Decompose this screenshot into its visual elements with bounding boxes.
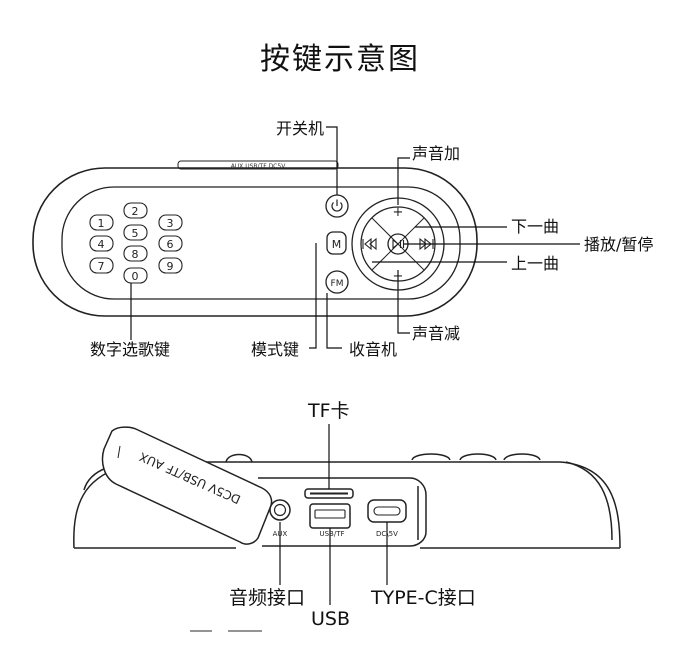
- key-5[interactable]: [123, 224, 148, 241]
- aux-port[interactable]: [269, 499, 291, 521]
- key-4[interactable]: [89, 235, 114, 252]
- key-2[interactable]: [123, 202, 148, 219]
- key-6[interactable]: [158, 235, 183, 252]
- key-8[interactable]: [123, 245, 148, 262]
- fm-button[interactable]: [325, 270, 349, 294]
- key-9-label: 9: [167, 260, 174, 273]
- usb-port[interactable]: [309, 503, 351, 529]
- vol-up-icon[interactable]: +: [393, 205, 404, 220]
- usb-port-text: USB/TF: [319, 530, 344, 538]
- key-1-label: 1: [98, 217, 105, 230]
- side-top-button[interactable]: [503, 453, 541, 461]
- key-0-label: 0: [132, 270, 139, 283]
- prev-track-icon[interactable]: [362, 237, 377, 251]
- side-callout-lines: [279, 424, 388, 605]
- tf-card-label: TF卡: [308, 400, 350, 422]
- key-2-label: 2: [132, 205, 139, 218]
- fm-button-label: FM: [331, 279, 344, 289]
- key-0[interactable]: [123, 267, 148, 284]
- key-4-label: 4: [98, 238, 105, 251]
- power-icon: [331, 199, 343, 212]
- digit-keys-label: 数字选歌键: [90, 340, 171, 359]
- side-top-button[interactable]: [225, 453, 253, 463]
- play-pause-label: 播放/暂停: [584, 235, 654, 254]
- audio-jack-label: 音频接口: [229, 587, 306, 609]
- grille-text: AUX USB/TF DC5V: [231, 163, 287, 170]
- key-8-label: 8: [132, 248, 139, 261]
- key-3[interactable]: [158, 214, 183, 231]
- type-c-label: TYPE-C接口: [371, 587, 476, 609]
- key-5-label: 5: [132, 227, 139, 240]
- key-1[interactable]: [89, 214, 114, 231]
- prev-track-label: 上一曲: [511, 254, 560, 273]
- power-label: 开关机: [276, 119, 325, 138]
- vol-down-label: 声音减: [412, 324, 461, 343]
- radio-label: 收音机: [349, 340, 398, 359]
- key-7[interactable]: [89, 257, 114, 274]
- key-7-label: 7: [98, 260, 105, 273]
- next-track-label: 下一曲: [511, 217, 560, 236]
- speaker-top-view: AUX USB/TF DC5V 1 2 3 4 5: [32, 160, 478, 317]
- key-9[interactable]: [158, 257, 183, 274]
- play-pause-icon: [392, 238, 405, 250]
- side-top-button[interactable]: [459, 453, 497, 461]
- speaker-side-view: AUX USB/TF DC\5V DC5V USB/TF AUX: [73, 426, 621, 549]
- top-callout-lines: [130, 126, 580, 349]
- port-cover-flap[interactable]: DC5V USB/TF AUX: [101, 426, 273, 545]
- mode-button[interactable]: [326, 231, 347, 255]
- vol-up-label: 声音加: [412, 144, 461, 163]
- digit-keypad: 1 2 3 4 5 6 7 8 9 0: [89, 202, 183, 284]
- key-3-label: 3: [167, 217, 174, 230]
- mode-button-label: M: [332, 238, 342, 251]
- mode-key-label: 模式键: [251, 340, 300, 359]
- side-top-button[interactable]: [411, 453, 451, 461]
- page-title: 按键示意图: [260, 42, 420, 77]
- key-6-label: 6: [167, 238, 174, 251]
- usb-label: USB: [311, 608, 351, 630]
